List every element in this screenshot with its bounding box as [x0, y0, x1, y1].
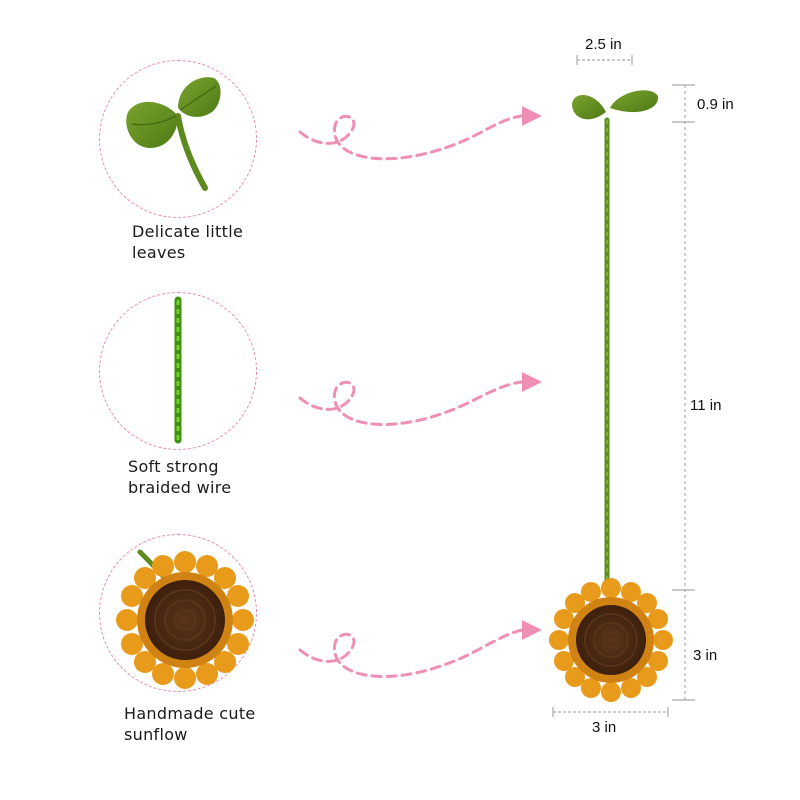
arrow-2-head-icon [522, 372, 542, 392]
wire-detail-circle [99, 292, 257, 450]
sunflower-icon [116, 549, 254, 689]
caption-wire-line-1: Soft strong [128, 457, 219, 476]
full-product-icon [549, 90, 673, 702]
caption-leaves-line-1: Delicate little [132, 222, 244, 241]
leaf-detail-circle [99, 60, 257, 218]
leaf-sprout-icon [126, 77, 221, 191]
arrow-1-icon [298, 114, 524, 161]
stem-length-label: 11 in [690, 397, 722, 414]
leaf-width-label: 2.5 in [585, 36, 622, 53]
sunflower-detail-circle [99, 534, 257, 692]
arrow-2-icon [298, 380, 524, 426]
caption-leaves: Delicate little leaves [132, 221, 243, 263]
caption-wire: Soft strong braided wire [128, 456, 231, 498]
caption-sunflower-line-1: Handmade cute [124, 704, 256, 723]
flower-height-label: 3 in [693, 647, 718, 664]
arrow-3-head-icon [522, 620, 542, 640]
arrow-3-icon [298, 628, 524, 678]
flower-width-label: 3 in [592, 719, 617, 736]
caption-sunflower-line-2: sunflow [124, 725, 188, 744]
caption-wire-line-2: braided wire [128, 478, 232, 497]
arrow-1-head-icon [522, 106, 542, 126]
caption-leaves-line-2: leaves [132, 243, 186, 262]
caption-sunflower: Handmade cute sunflow [124, 703, 256, 745]
dimension-lines [552, 55, 695, 717]
leaf-height-label: 0.9 in [697, 96, 734, 113]
